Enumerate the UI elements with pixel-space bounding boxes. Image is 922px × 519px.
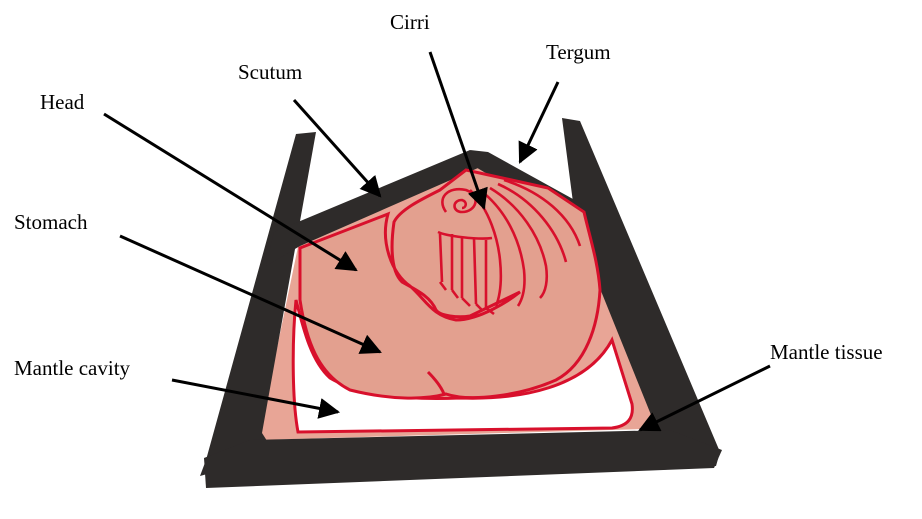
mantle-tissue-label: Mantle tissue xyxy=(770,342,883,363)
mantle-cavity-label: Mantle cavity xyxy=(14,358,130,379)
head-label: Head xyxy=(40,92,84,113)
tergum-label: Tergum xyxy=(546,42,611,63)
stomach-label: Stomach xyxy=(14,212,88,233)
cirri-label: Cirri xyxy=(390,12,430,33)
scutum-label: Scutum xyxy=(238,62,302,83)
tergum-arrow xyxy=(520,82,558,162)
